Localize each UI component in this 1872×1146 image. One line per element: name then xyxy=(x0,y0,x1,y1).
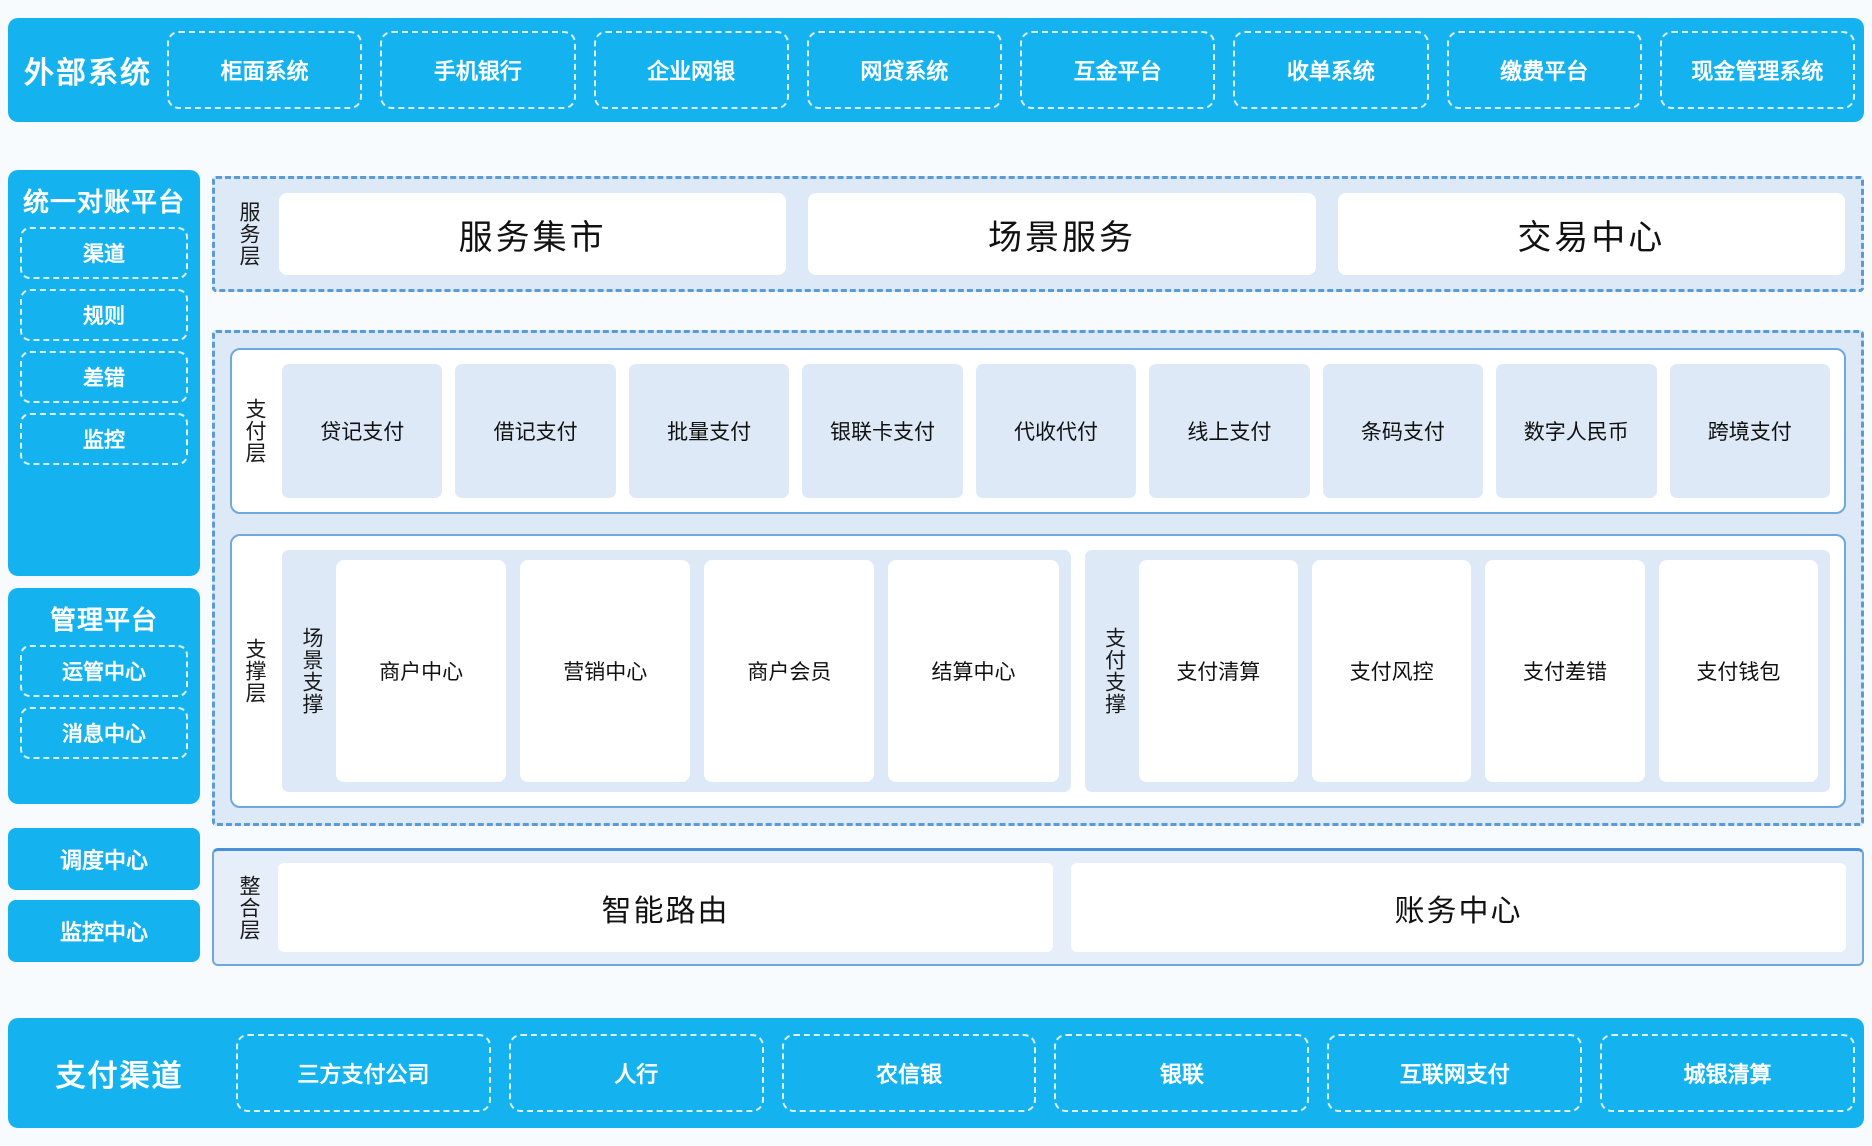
support-card-merchant-member[interactable]: 商户会员 xyxy=(704,560,875,782)
external-system-chip[interactable]: 柜面系统 xyxy=(167,31,363,109)
management-item-message-center[interactable]: 消息中心 xyxy=(20,707,188,759)
external-system-chip[interactable]: 企业网银 xyxy=(593,31,789,109)
external-systems-title: 外部系统 xyxy=(24,57,152,90)
payment-layer-panel: 支付层 贷记支付 借记支付 批量支付 银联卡支付 代收代付 线上支付 条码支付 … xyxy=(230,348,1846,514)
integration-card-accounting-center[interactable]: 账务中心 xyxy=(1071,863,1846,952)
reconciliation-item-error[interactable]: 差错 xyxy=(20,351,188,403)
service-card-scenario[interactable]: 场景服务 xyxy=(808,193,1316,275)
monitoring-center-card[interactable]: 监控中心 xyxy=(8,900,200,962)
payment-channel-chip[interactable]: 银联 xyxy=(1054,1034,1310,1112)
integration-layer-cards: 智能路由 账务中心 xyxy=(278,863,1846,952)
external-system-chip[interactable]: 手机银行 xyxy=(380,31,576,109)
payment-channel-chip[interactable]: 三方支付公司 xyxy=(236,1034,491,1112)
integration-layer-label: 整合层 xyxy=(237,874,261,941)
service-layer-row: 服务层 服务集市 场景服务 交易中心 xyxy=(215,179,1861,289)
payment-channel-chip[interactable]: 互联网支付 xyxy=(1327,1034,1583,1112)
payment-channel-chip[interactable]: 农信银 xyxy=(781,1034,1037,1112)
service-layer-group: 服务层 服务集市 场景服务 交易中心 xyxy=(212,176,1864,292)
payment-card-online[interactable]: 线上支付 xyxy=(1149,364,1310,498)
support-card-payment-error[interactable]: 支付差错 xyxy=(1485,560,1645,782)
payment-support-cards: 支付清算 支付风控 支付差错 支付钱包 xyxy=(1138,560,1819,782)
support-card-merchant-center[interactable]: 商户中心 xyxy=(336,560,507,782)
payment-support-label: 支付支撑 xyxy=(1102,627,1126,715)
integration-card-smart-routing[interactable]: 智能路由 xyxy=(278,863,1053,952)
support-layer-label: 支撑层 xyxy=(243,638,267,704)
payment-card-credit[interactable]: 贷记支付 xyxy=(282,364,443,498)
support-layer-groups: 场景支撑 商户中心 营销中心 商户会员 结算中心 支付支撑 支付清算 支付风控 … xyxy=(276,536,1844,806)
external-system-chip[interactable]: 缴费平台 xyxy=(1446,31,1642,109)
payment-card-barcode[interactable]: 条码支付 xyxy=(1322,364,1484,498)
external-system-chip[interactable]: 收单系统 xyxy=(1233,31,1429,109)
reconciliation-item-monitor[interactable]: 监控 xyxy=(20,413,188,465)
external-system-chip[interactable]: 互金平台 xyxy=(1020,31,1216,109)
support-layer-panel: 支撑层 场景支撑 商户中心 营销中心 商户会员 结算中心 支付支撑 支付清算 支… xyxy=(230,534,1846,808)
scenario-support-label: 场景支撑 xyxy=(300,627,324,715)
payment-layer-cards: 贷记支付 借记支付 批量支付 银联卡支付 代收代付 线上支付 条码支付 数字人民… xyxy=(276,350,1844,512)
payment-card-cross-border[interactable]: 跨境支付 xyxy=(1669,364,1830,498)
external-systems-items: 柜面系统 手机银行 企业网银 网贷系统 互金平台 收单系统 缴费平台 现金管理系… xyxy=(158,18,1864,122)
payment-channels-band: 支付渠道 三方支付公司 人行 农信银 银联 互联网支付 城银清算 xyxy=(8,1018,1864,1128)
payment-card-collection-payment[interactable]: 代收代付 xyxy=(975,364,1137,498)
support-card-payment-riskcontrol[interactable]: 支付风控 xyxy=(1311,560,1472,782)
external-systems-band: 外部系统 柜面系统 手机银行 企业网银 网贷系统 互金平台 收单系统 缴费平台 … xyxy=(8,18,1864,122)
reconciliation-item-channel[interactable]: 渠道 xyxy=(20,227,188,279)
reconciliation-item-rule[interactable]: 规则 xyxy=(20,289,188,341)
external-system-chip[interactable]: 网贷系统 xyxy=(806,31,1002,109)
payment-channels-title: 支付渠道 xyxy=(55,1060,184,1093)
payment-channel-chip[interactable]: 城银清算 xyxy=(1600,1034,1855,1112)
payment-layer-label: 支付层 xyxy=(243,398,267,464)
support-card-marketing-center[interactable]: 营销中心 xyxy=(520,560,691,782)
scenario-support-block: 场景支撑 商户中心 营销中心 商户会员 结算中心 xyxy=(282,550,1071,792)
support-card-payment-clearing[interactable]: 支付清算 xyxy=(1138,560,1298,782)
payment-channel-chip[interactable]: 人行 xyxy=(508,1034,764,1112)
payment-card-unionpay[interactable]: 银联卡支付 xyxy=(802,364,963,498)
management-item-operations-center[interactable]: 运管中心 xyxy=(20,645,188,697)
support-card-settlement-center[interactable]: 结算中心 xyxy=(888,560,1059,782)
service-layer-cards: 服务集市 场景服务 交易中心 xyxy=(279,193,1845,275)
integration-layer-panel: 整合层 智能路由 账务中心 xyxy=(212,848,1864,966)
payment-channels-items: 三方支付公司 人行 农信银 银联 互联网支付 城银清算 xyxy=(227,1018,1864,1128)
service-card-marketplace[interactable]: 服务集市 xyxy=(279,193,787,275)
service-card-transaction[interactable]: 交易中心 xyxy=(1337,193,1845,275)
external-system-chip[interactable]: 现金管理系统 xyxy=(1659,31,1855,109)
payment-support-block: 支付支撑 支付清算 支付风控 支付差错 支付钱包 xyxy=(1084,550,1830,792)
support-card-payment-wallet[interactable]: 支付钱包 xyxy=(1658,560,1819,782)
reconciliation-platform-card: 统一对账平台 渠道 规则 差错 监控 xyxy=(8,170,200,576)
service-layer-label: 服务层 xyxy=(237,201,261,267)
payment-card-batch[interactable]: 批量支付 xyxy=(628,364,790,498)
payment-card-debit[interactable]: 借记支付 xyxy=(455,364,616,498)
payment-card-digital-rmb[interactable]: 数字人民币 xyxy=(1496,364,1657,498)
scheduling-center-card[interactable]: 调度中心 xyxy=(8,828,200,890)
scenario-support-cards: 商户中心 营销中心 商户会员 结算中心 xyxy=(336,560,1059,782)
management-platform-card: 管理平台 运管中心 消息中心 xyxy=(8,588,200,804)
reconciliation-platform-title: 统一对账平台 xyxy=(22,187,185,217)
management-platform-title: 管理平台 xyxy=(49,605,158,635)
